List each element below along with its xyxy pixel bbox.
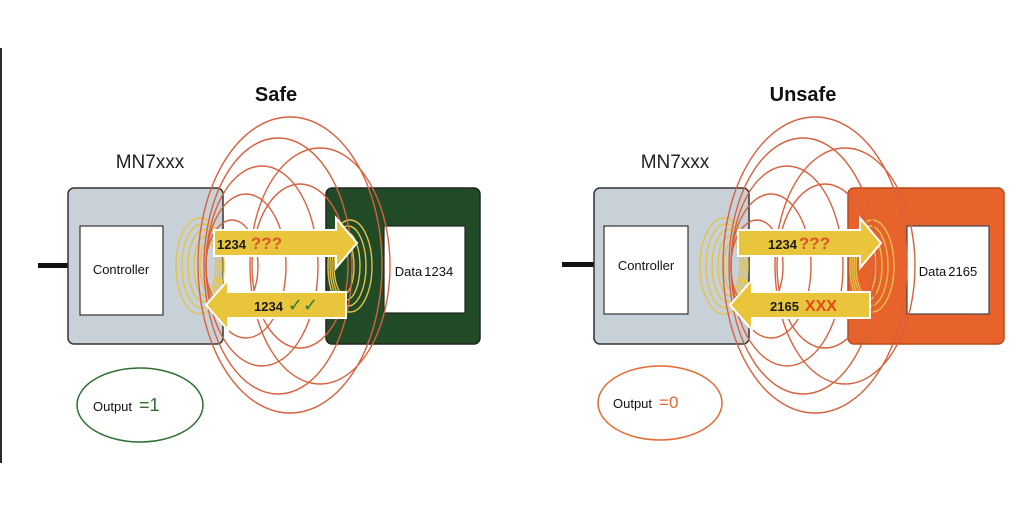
unsafe-title: Unsafe xyxy=(770,84,837,106)
unsafe-response-code: 2165 xyxy=(770,299,799,314)
unsafe-connector-wire xyxy=(562,262,594,267)
safe-output-text: Output =1 xyxy=(93,395,160,415)
safe-output-oval xyxy=(76,367,204,443)
safe-device-label: MN7xxx xyxy=(116,152,185,173)
safe-connector-wire xyxy=(38,263,68,268)
safe-response-code: 1234 xyxy=(254,299,284,314)
unsafe-output-label: Output xyxy=(613,396,652,411)
unsafe-field-lines xyxy=(722,116,916,414)
safe-tag-data-label: Data xyxy=(395,264,423,279)
safe-response-mark: ✓✓ xyxy=(288,295,318,315)
unsafe-device-label: MN7xxx xyxy=(641,152,710,173)
safe-response-text: 1234 ✓✓ xyxy=(254,295,318,315)
safe-controller-box xyxy=(79,225,164,316)
unsafe-request-text: 1234??? xyxy=(768,234,830,253)
safe-request-text: 1234??? xyxy=(217,234,282,253)
unsafe-response-arrow xyxy=(728,277,871,333)
unsafe-output-text: Output =0 xyxy=(613,393,678,412)
unsafe-response-mark: XXX xyxy=(805,298,837,315)
safe-request-code: 1234 xyxy=(217,237,247,252)
unsafe-output-value: =0 xyxy=(659,393,678,412)
unsafe-request-mark: ??? xyxy=(799,234,830,253)
unsafe-controller-box xyxy=(603,225,689,315)
safe-response-arrow xyxy=(204,277,347,333)
unsafe-output-oval xyxy=(597,365,723,441)
unsafe-controller-label: Controller xyxy=(618,258,675,273)
page-left-border xyxy=(0,48,2,463)
safe-request-arrow xyxy=(213,215,359,271)
safe-controller-label: Controller xyxy=(93,262,150,277)
safe-tag-data-box xyxy=(383,225,466,314)
safe-output-value: =1 xyxy=(139,395,160,415)
safe-request-mark: ??? xyxy=(251,234,282,253)
unsafe-tag-data-label: Data xyxy=(919,264,947,279)
unsafe-tag-data-value: 2165 xyxy=(948,264,977,279)
unsafe-response-text: 2165 XXX xyxy=(770,298,837,315)
safe-output-label: Output xyxy=(93,399,132,414)
unsafe-request-arrow xyxy=(737,215,883,271)
safe-tag-data-value: 1234 xyxy=(424,264,453,279)
safe-title: Safe xyxy=(255,84,297,106)
unsafe-request-code: 1234 xyxy=(768,237,798,252)
